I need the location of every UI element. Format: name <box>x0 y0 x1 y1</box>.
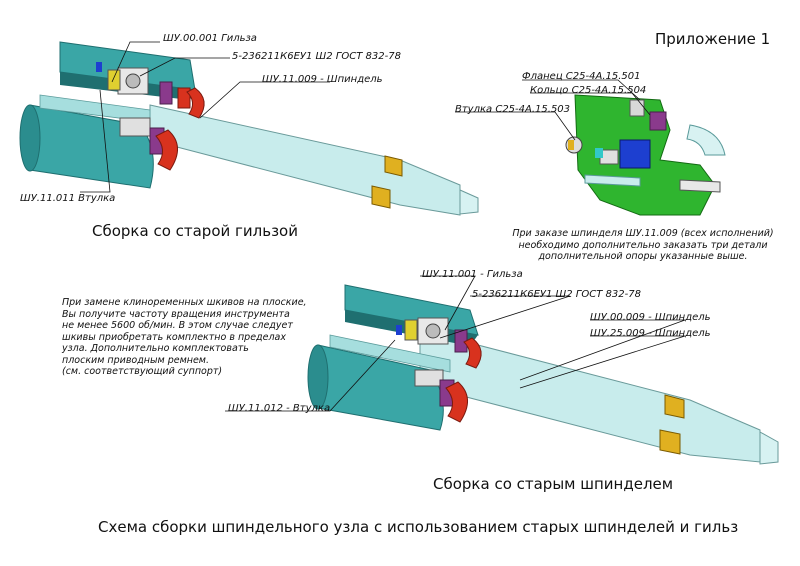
top-assembly-caption: Сборка со старой гильзой <box>92 222 298 240</box>
pulley-note-line: плоским приводным ремнем. <box>62 354 209 366</box>
top-spindle-shaft <box>149 104 461 216</box>
top-bearing-label: 5-236211К6ЕУ1 Ш2 ГОСТ 832-78 <box>232 51 401 62</box>
pulley-note-line: При замене клиноременных шкивов на плоск… <box>62 297 307 308</box>
top-sleeve-label: ШУ.00.001 Гильза <box>163 33 257 44</box>
bottom-bearing-label: 5-236211К6ЕУ1 Ш2 ГОСТ 832-78 <box>472 289 641 300</box>
footer-title: Схема сборки шпиндельного узла с использ… <box>98 518 739 536</box>
top-spindle-label: ШУ.11.009 - Шпиндель <box>262 74 383 85</box>
bottom-bushing-label: ШУ.11.012 - Втулка <box>228 403 331 414</box>
support-order-note: При заказе шпинделя ШУ.11.009 (всех испо… <box>512 228 774 263</box>
support-note-line: необходимо дополнительно заказать три де… <box>518 239 768 251</box>
support-detail-drawing <box>565 94 730 216</box>
top-assembly-drawing <box>19 41 479 216</box>
support-bushing-label: Втулка С25-4А.15.503 <box>455 104 571 115</box>
support-note-line: При заказе шпинделя ШУ.11.009 (всех испо… <box>512 228 774 239</box>
bottom-sleeve-label: ШУ.11.001 - Гильза <box>422 269 523 280</box>
appendix-label: Приложение 1 <box>655 30 771 48</box>
pulley-note-line: шкивы приобретать комплектно в пределах <box>62 331 286 343</box>
top-bushing-label: ШУ.11.011 Втулка <box>20 193 116 204</box>
pulley-note-line: Вы получите частоту вращения инструмента <box>62 308 290 320</box>
support-flange-label: Фланец С25-4А.15.501 <box>522 71 641 82</box>
bottom-assembly-caption: Сборка со старым шпинделем <box>433 475 674 493</box>
bottom-assembly-drawing <box>307 284 779 465</box>
pulley-replacement-note: При замене клиноременных шкивов на плоск… <box>62 297 307 378</box>
pulley-note-line: узла. Дополнительно комплектовать <box>62 343 249 354</box>
pulley-note-line: не менее 5600 об/мин. В этом случае след… <box>62 320 293 331</box>
bottom-spindle1-label: ШУ.00.009 - Шпиндель <box>590 312 711 323</box>
bottom-spindle2-label: ШУ.25.009 - Шпиндель <box>590 328 711 339</box>
leader-lines <box>80 41 686 412</box>
pulley-note-line: (см. соответствующий суппорт) <box>62 366 223 377</box>
support-ring-label: Кольцо С25-4А.15.504 <box>530 85 647 96</box>
support-note-line: дополнительной опоры указанные выше. <box>538 251 748 262</box>
